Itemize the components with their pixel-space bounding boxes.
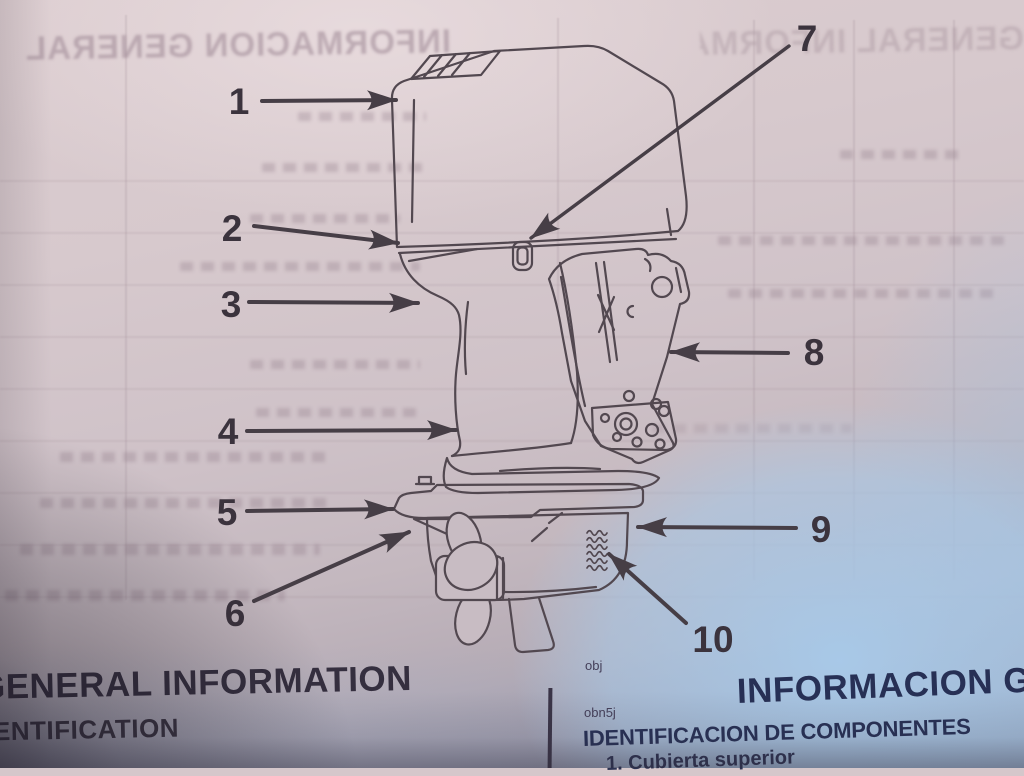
skeg [507,596,555,654]
callout-3-arrow [247,292,420,313]
callout-6-arrow [252,530,411,603]
water-inlet-marks [586,529,608,572]
callout-1-arrow [260,90,398,111]
callout-5-label: 5 [217,492,238,533]
callout-7-label: 7 [797,18,818,59]
callout-10-label: 10 [692,619,733,660]
anti-ventilation-plate [392,475,645,536]
propeller [434,511,506,646]
callout-8-label: 8 [804,332,825,373]
callout-2-label: 2 [222,208,243,249]
callout-10-arrow [607,552,688,625]
callout-8-arrow [669,342,790,363]
section-code-obn5j: obn5j [584,705,616,720]
stern-bracket [547,247,691,465]
callout-7-arrow [529,44,791,240]
callout-9-label: 9 [811,509,832,550]
callout-5-arrow [245,499,395,520]
callout-3-label: 3 [221,284,242,325]
callout-2-arrow [252,224,400,250]
subheading-identification-en: IDENTIFICATION [0,712,180,747]
callout-6-label: 6 [225,593,246,634]
callout-1-label: 1 [229,81,250,122]
bracket-bolt-plate [590,389,678,452]
callout-4-arrow [245,420,458,441]
figure-code-obj: obj [585,658,603,673]
callout-4-label: 4 [218,411,239,452]
top-cowling [390,44,688,272]
callout-9-arrow [636,517,798,538]
driveshaft-housing [398,247,661,495]
